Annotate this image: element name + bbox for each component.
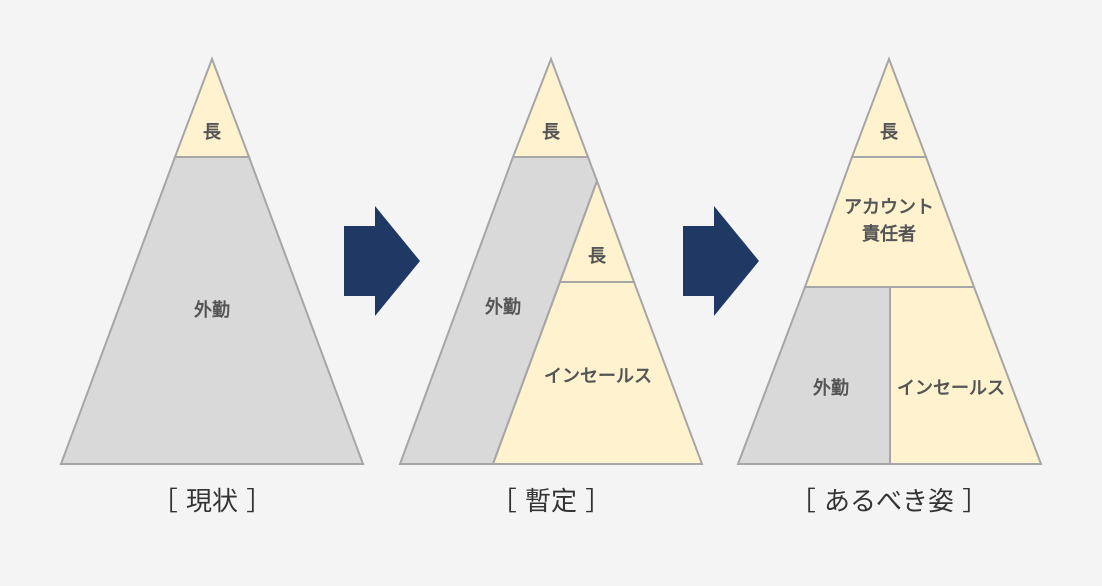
label-field-sales: 外勤 xyxy=(813,377,849,399)
pyramid-ideal: 長 アカウント 責任者 外勤 インセールス xyxy=(736,56,1043,465)
label-field-sales: 外勤 xyxy=(194,299,230,321)
label-account-owner-line2: 責任者 xyxy=(862,223,916,245)
pyramid-current: 長 外勤 xyxy=(59,56,365,465)
right-arrow-icon xyxy=(683,206,759,316)
right-arrow-icon xyxy=(344,206,420,316)
segment-account-owner xyxy=(803,156,976,288)
segment-inside-sales xyxy=(491,281,704,465)
label-account-owner-line1: アカウント xyxy=(844,197,934,218)
label-inside-sales: インセールス xyxy=(544,366,652,387)
label-chief: 長 xyxy=(542,122,561,143)
caption-ideal: ［ あるべき姿 ］ xyxy=(790,487,989,517)
segment-field-sales xyxy=(59,156,365,465)
label-inside-sales: インセールス xyxy=(897,378,1005,399)
label-field-sales: 外勤 xyxy=(485,296,521,318)
label-inner-chief: 長 xyxy=(588,246,607,267)
label-chief: 長 xyxy=(203,122,222,143)
segment-field-sales xyxy=(736,286,891,465)
segment-inside-sales xyxy=(889,286,1043,465)
caption-current: ［ 現状 ］ xyxy=(152,487,273,517)
caption-interim: ［ 暫定 ］ xyxy=(491,487,612,517)
pyramid-interim: 長 外勤 長 インセールス xyxy=(398,56,704,465)
segment-chief xyxy=(511,56,590,158)
label-chief: 長 xyxy=(880,122,899,143)
